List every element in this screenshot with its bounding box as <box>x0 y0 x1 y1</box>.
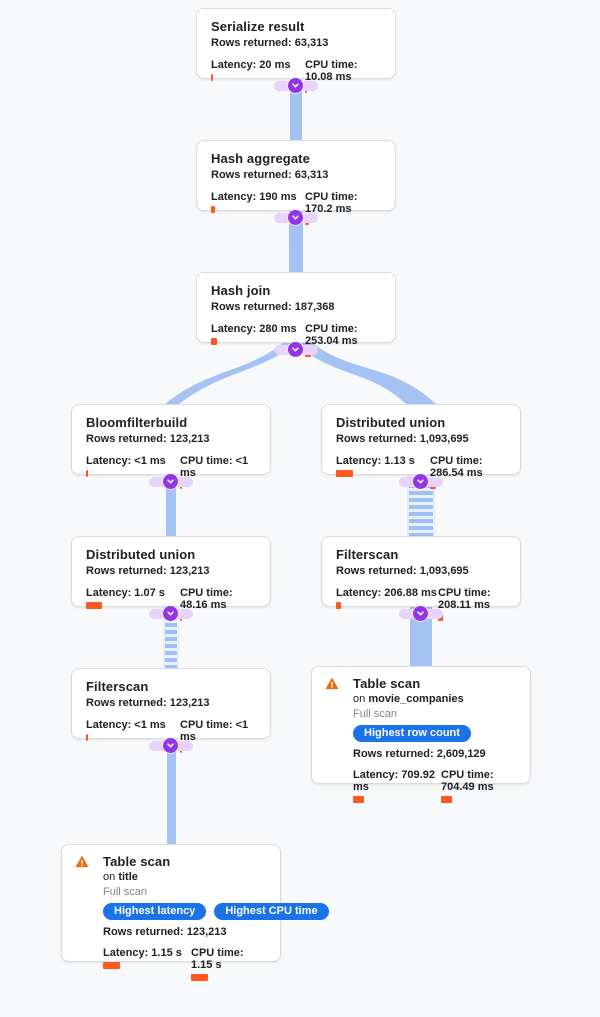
edge-hash-join-split <box>165 343 436 404</box>
collapse-node-button[interactable] <box>163 738 178 753</box>
collapse-node-button[interactable] <box>288 78 303 93</box>
scan-target: on movie_companies <box>353 693 464 705</box>
node-title: Hash join <box>211 283 271 298</box>
rows-returned: Rows returned: 1,093,695 <box>336 565 469 577</box>
cpu-metric: CPU time: 208.11 ms <box>438 587 506 621</box>
latency-metric: Latency: 20 ms <box>211 59 305 93</box>
rows-returned: Rows returned: 123,213 <box>103 926 227 938</box>
latency-bar <box>336 470 353 477</box>
plan-node-filterscan-right[interactable]: Filterscan Rows returned: 1,093,695 Late… <box>321 536 521 621</box>
table-name: movie_companies <box>368 693 464 705</box>
chevron-down-icon <box>292 215 299 220</box>
latency-metric: Latency: <1 ms <box>86 719 180 753</box>
rows-returned: Rows returned: 123,213 <box>86 433 210 445</box>
chevron-down-icon <box>167 479 174 484</box>
cpu-metric: CPU time: <1 ms <box>180 455 256 489</box>
collapse-node-button[interactable] <box>413 606 428 621</box>
latency-bar <box>211 338 217 345</box>
edge-filterscan-to-table-scan-right <box>410 607 432 667</box>
edge-distributed-union-to-filterscan-left <box>165 609 177 668</box>
rows-returned: Rows returned: 63,313 <box>211 169 329 181</box>
cpu-bar <box>191 974 208 981</box>
plan-node-hash-aggregate[interactable]: Hash aggregate Rows returned: 63,313 Lat… <box>196 140 396 225</box>
latency-bar <box>336 602 341 609</box>
rows-returned: Rows returned: 187,368 <box>211 301 335 313</box>
cpu-metric: CPU time: 1.15 s <box>191 947 268 981</box>
latency-metric: Latency: 190 ms <box>211 191 305 225</box>
node-title: Hash aggregate <box>211 151 310 166</box>
collapse-node-button[interactable] <box>163 606 178 621</box>
collapse-node-button[interactable] <box>288 210 303 225</box>
plan-node-serialize-result[interactable]: Serialize result Rows returned: 63,313 L… <box>196 8 396 93</box>
node-title: Table scan <box>103 854 171 869</box>
node-title: Bloomfilterbuild <box>86 415 188 430</box>
node-title: Filterscan <box>336 547 399 562</box>
node-title: Distributed union <box>336 415 446 430</box>
rows-returned: Rows returned: 123,213 <box>86 697 210 709</box>
edge-serialize-to-hash-aggregate <box>290 79 302 141</box>
plan-node-distributed-union-left[interactable]: Distributed union Rows returned: 123,213… <box>71 536 271 621</box>
latency-metric: Latency: 206.88 ms <box>336 587 438 621</box>
plan-node-hash-join[interactable]: Hash join Rows returned: 187,368 Latency… <box>196 272 396 357</box>
cpu-bar <box>441 796 452 803</box>
chevron-down-icon <box>167 611 174 616</box>
latency-metric: Latency: 1.15 s <box>103 947 191 981</box>
chevron-down-icon <box>292 83 299 88</box>
chevron-down-icon <box>167 743 174 748</box>
collapse-node-button[interactable] <box>413 474 428 489</box>
latency-metric: Latency: 280 ms <box>211 323 305 357</box>
node-title: Distributed union <box>86 547 196 562</box>
latency-bar <box>86 734 88 741</box>
latency-metric: Latency: <1 ms <box>86 455 180 489</box>
rows-returned: Rows returned: 2,609,129 <box>353 748 486 760</box>
chevron-down-icon <box>292 347 299 352</box>
highest-latency-badge: Highest latency <box>103 903 207 920</box>
latency-metric: Latency: 1.07 s <box>86 587 180 621</box>
highest-row-count-badge: Highest row count <box>353 725 471 742</box>
scan-type: Full scan <box>103 886 148 898</box>
scan-target: on title <box>103 871 138 883</box>
edge-bloomfilterbuild-to-distributed-union <box>166 475 176 537</box>
latency-bar <box>211 74 213 81</box>
warning-triangle-icon <box>325 677 339 690</box>
chevron-down-icon <box>417 611 424 616</box>
edge-hash-aggregate-to-hash-join <box>289 211 303 273</box>
plan-node-table-scan-movie-companies[interactable]: Table scan on movie_companies Full scan … <box>311 666 531 803</box>
table-name: title <box>118 871 138 883</box>
warning-triangle-icon <box>75 855 89 868</box>
rows-returned: Rows returned: 1,093,695 <box>336 433 469 445</box>
highest-cpu-time-badge: Highest CPU time <box>214 903 329 920</box>
latency-metric: Latency: 1.13 s <box>336 455 430 489</box>
cpu-metric: CPU time: 286.54 ms <box>430 455 506 489</box>
node-title: Serialize result <box>211 19 305 34</box>
collapse-node-button[interactable] <box>288 342 303 357</box>
latency-bar <box>86 470 88 477</box>
cpu-metric: CPU time: 704.49 ms <box>441 769 518 803</box>
plan-node-bloomfilterbuild[interactable]: Bloomfilterbuild Rows returned: 123,213 … <box>71 404 271 489</box>
latency-bar <box>103 962 120 969</box>
latency-bar <box>353 796 364 803</box>
plan-node-filterscan-left[interactable]: Filterscan Rows returned: 123,213 Latenc… <box>71 668 271 753</box>
latency-bar <box>211 206 215 213</box>
node-title: Table scan <box>353 676 421 691</box>
chevron-down-icon <box>417 479 424 484</box>
collapse-node-button[interactable] <box>163 474 178 489</box>
plan-node-table-scan-title[interactable]: Table scan on title Full scan Highest la… <box>61 844 329 981</box>
latency-bar <box>86 602 102 609</box>
edge-filterscan-to-table-scan-left <box>167 739 176 845</box>
rows-returned: Rows returned: 123,213 <box>86 565 210 577</box>
plan-node-distributed-union-right[interactable]: Distributed union Rows returned: 1,093,6… <box>321 404 521 489</box>
scan-type: Full scan <box>353 708 398 720</box>
node-title: Filterscan <box>86 679 149 694</box>
latency-metric: Latency: 709.92 ms <box>353 769 441 803</box>
rows-returned: Rows returned: 63,313 <box>211 37 329 49</box>
